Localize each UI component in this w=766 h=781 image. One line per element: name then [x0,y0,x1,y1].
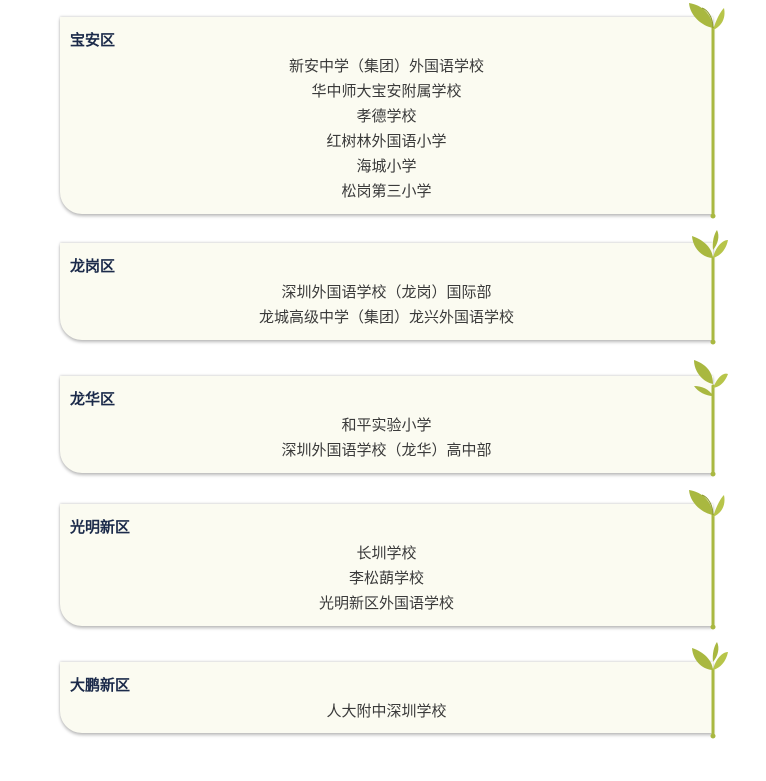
district-title: 宝安区 [70,31,116,49]
school-list: 深圳外国语学校（龙岗）国际部 龙城高级中学（集团）龙兴外国语学校 [60,280,713,330]
school-item: 松岗第三小学 [341,182,432,200]
school-list: 长圳学校 李松蓢学校 光明新区外国语学校 [60,541,713,616]
school-item: 华中师大宝安附属学校 [311,82,462,100]
school-item: 深圳外国语学校（龙岗）国际部 [281,283,492,301]
sprout-icon [692,642,728,739]
district-title: 龙岗区 [70,257,116,275]
school-item: 长圳学校 [356,544,417,562]
school-item: 红树林外国语小学 [326,132,447,150]
school-item: 和平实验小学 [341,416,432,434]
school-list: 和平实验小学 深圳外国语学校（龙华）高中部 [60,413,713,463]
school-item: 深圳外国语学校（龙华）高中部 [281,441,492,459]
district-card-baoan: 宝安区 新安中学（集团）外国语学校 华中师大宝安附属学校 孝德学校 红树林外国语… [60,17,713,214]
district-title: 大鹏新区 [70,676,131,694]
district-card-dapeng: 大鹏新区 人大附中深圳学校 [60,662,713,733]
district-card-longhua: 龙华区 和平实验小学 深圳外国语学校（龙华）高中部 [60,376,713,473]
sprout-icon [694,360,728,477]
sprout-icon [689,490,725,630]
sprout-icon [689,3,725,219]
school-item: 海城小学 [356,157,417,175]
school-item: 人大附中深圳学校 [326,702,447,720]
school-item: 李松蓢学校 [348,569,424,587]
district-card-longgang: 龙岗区 深圳外国语学校（龙岗）国际部 龙城高级中学（集团）龙兴外国语学校 [60,243,713,340]
school-item: 新安中学（集团）外国语学校 [288,57,484,75]
school-item: 龙城高级中学（集团）龙兴外国语学校 [258,308,514,326]
school-item: 光明新区外国语学校 [318,594,454,612]
district-title: 龙华区 [70,390,116,408]
sprout-icon [692,230,728,345]
school-item: 孝德学校 [356,107,417,125]
district-title: 光明新区 [70,518,131,536]
school-list: 新安中学（集团）外国语学校 华中师大宝安附属学校 孝德学校 红树林外国语小学 海… [60,54,713,204]
district-card-guangming: 光明新区 长圳学校 李松蓢学校 光明新区外国语学校 [60,504,713,626]
school-list: 人大附中深圳学校 [60,699,713,724]
